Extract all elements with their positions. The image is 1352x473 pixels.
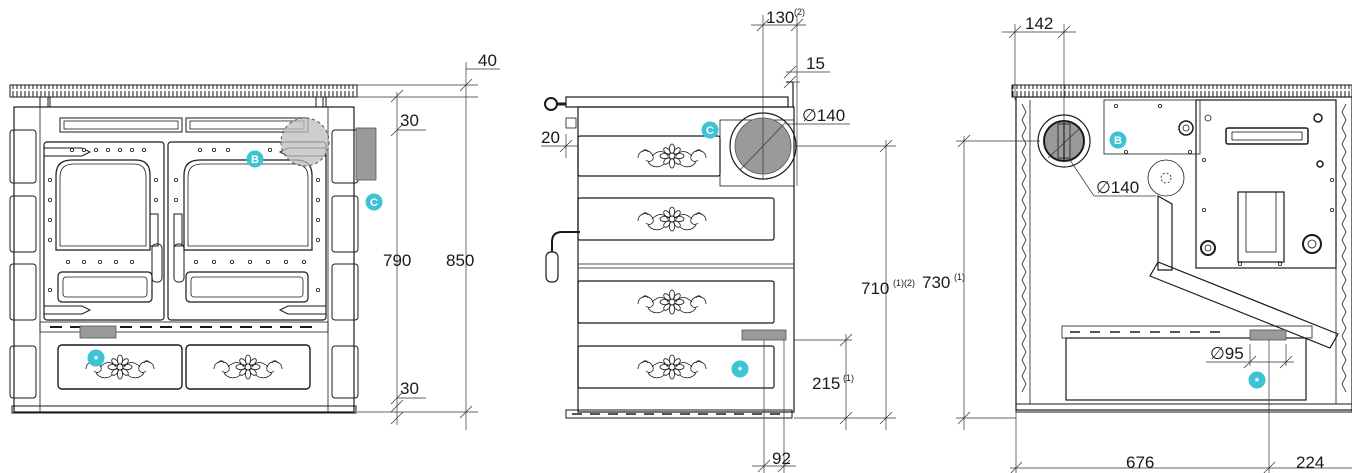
dim-label-730-sup: (1) xyxy=(954,272,965,282)
svg-text:C: C xyxy=(706,125,714,137)
front-dimensions xyxy=(357,62,500,430)
side-dimensions xyxy=(541,15,896,473)
circle-c-marker-icon: C xyxy=(365,193,383,211)
svg-text:*: * xyxy=(94,354,99,366)
circle-asterisk-marker-icon: * xyxy=(87,349,105,367)
dim-label-40: 40 xyxy=(478,51,497,70)
dim-label-phi95: ∅95 xyxy=(1210,344,1244,363)
dim-label-215-sup: (1) xyxy=(843,373,854,383)
svg-text:B: B xyxy=(1114,135,1122,147)
dim-label-224: 224 xyxy=(1296,453,1324,472)
circle-c-marker-icon: C xyxy=(701,121,719,139)
svg-text:C: C xyxy=(370,197,378,209)
dim-label-676: 676 xyxy=(1126,453,1154,472)
svg-text:B: B xyxy=(251,154,259,166)
side-view xyxy=(544,81,797,419)
back-dimensions xyxy=(956,24,1352,473)
svg-text:*: * xyxy=(1255,376,1260,388)
dim-label-130-sup: (2) xyxy=(794,7,805,17)
front-view xyxy=(9,84,377,414)
dim-label-phi140-side: ∅140 xyxy=(802,106,845,125)
dim-label-215: 215 xyxy=(812,374,840,393)
dim-label-15: 15 xyxy=(806,54,825,73)
dim-label-710-sup: (1)(2) xyxy=(893,278,915,288)
circle-asterisk-marker-icon: * xyxy=(731,360,749,378)
dim-label-30-lower: 30 xyxy=(400,379,419,398)
dim-label-710: 710 xyxy=(861,279,889,298)
dim-label-phi140-back: ∅140 xyxy=(1096,178,1139,197)
circle-b-marker-icon: B xyxy=(1109,131,1127,149)
dim-label-850: 850 xyxy=(446,251,474,270)
circle-asterisk-marker-icon: * xyxy=(1248,371,1266,389)
dim-label-142: 142 xyxy=(1025,14,1053,33)
dim-label-92: 92 xyxy=(772,449,791,468)
svg-text:*: * xyxy=(738,365,743,377)
dim-label-730: 730 xyxy=(922,273,950,292)
dim-label-20: 20 xyxy=(541,128,560,147)
dim-label-30-upper: 30 xyxy=(400,111,419,130)
dim-label-130: 130 xyxy=(766,8,794,27)
circle-b-marker-icon: B xyxy=(246,150,264,168)
back-view xyxy=(1011,84,1352,413)
dim-label-790: 790 xyxy=(383,251,411,270)
